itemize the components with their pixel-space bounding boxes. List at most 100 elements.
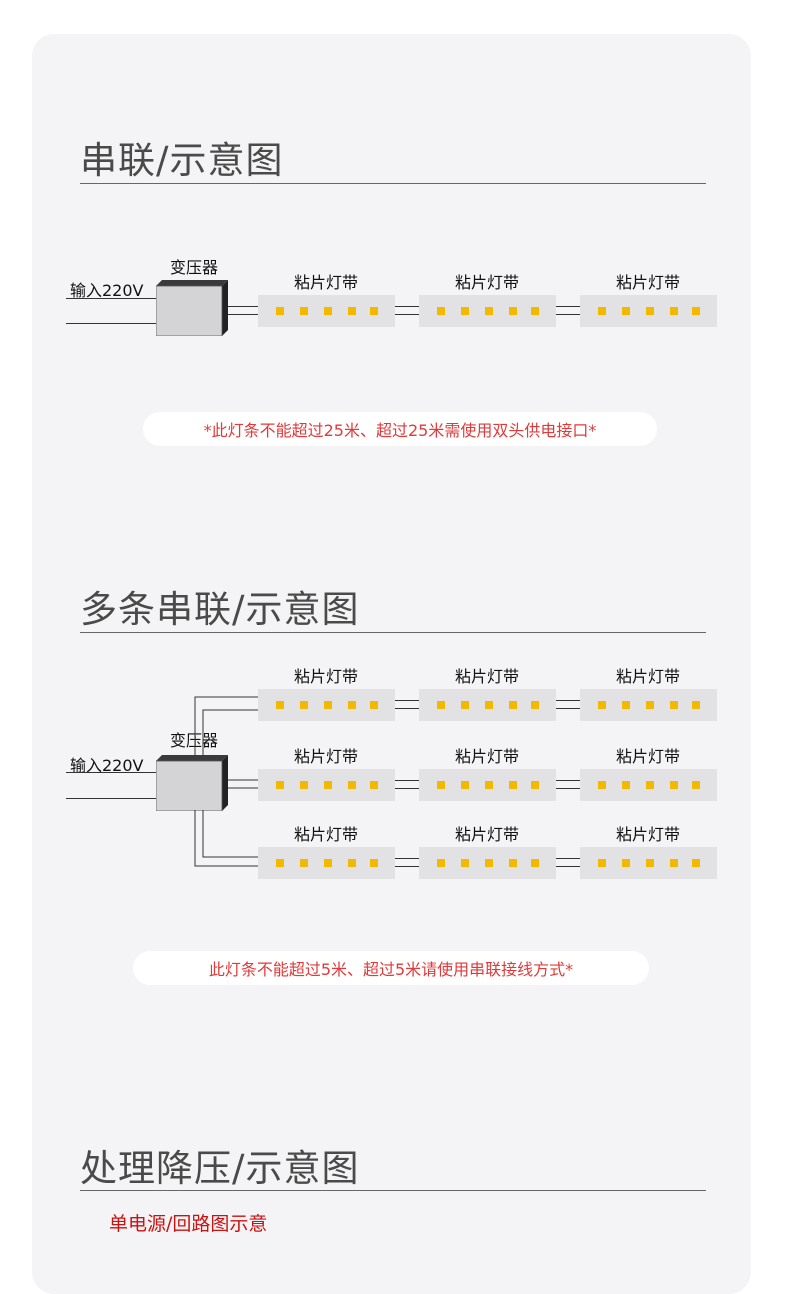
strip-label: 粘片灯带 (293, 667, 358, 686)
connector-wire (395, 780, 419, 781)
connector-wire (395, 708, 419, 709)
led-chip (324, 781, 332, 789)
led-chip (437, 781, 445, 789)
strip-label: 粘片灯带 (293, 273, 358, 292)
led-strip (580, 769, 717, 801)
led-chip (670, 859, 678, 867)
strip-label: 粘片灯带 (293, 825, 358, 844)
led-chip (485, 307, 493, 315)
transformer-label: 变压器 (170, 731, 219, 750)
led-chip (670, 307, 678, 315)
led-chip (370, 307, 378, 315)
strip-label: 粘片灯带 (615, 273, 680, 292)
led-chip (324, 701, 332, 709)
led-chip (370, 781, 378, 789)
led-chip (276, 701, 284, 709)
led-chip (324, 307, 332, 315)
led-strip (258, 689, 395, 721)
connector-wire (556, 306, 580, 307)
led-chip (622, 781, 630, 789)
led-chip (461, 859, 469, 867)
led-chip (622, 859, 630, 867)
led-chip (509, 307, 517, 315)
connector-wire (395, 858, 419, 859)
section-title-multi-series: 多条串联/示意图 (80, 588, 360, 631)
led-chip (348, 859, 356, 867)
led-strip (419, 769, 556, 801)
transformer-icon (156, 755, 228, 811)
output-wire-bottom (228, 314, 258, 315)
led-chip (646, 307, 654, 315)
section-title-voltage-drop: 处理降压/示意图 (80, 1147, 360, 1190)
transformer-label: 变压器 (170, 258, 219, 277)
led-chip (300, 701, 308, 709)
content-card (32, 34, 751, 1294)
strip-label: 粘片灯带 (454, 825, 519, 844)
section-title-series: 串联/示意图 (80, 139, 284, 182)
led-chip (370, 859, 378, 867)
led-strip (580, 847, 717, 879)
title-divider (80, 1190, 706, 1191)
led-chip (348, 781, 356, 789)
led-chip (461, 701, 469, 709)
input-voltage-label: 输入220V (70, 756, 144, 775)
strip-label: 粘片灯带 (454, 273, 519, 292)
led-strip (419, 847, 556, 879)
input-wire-bottom (66, 798, 156, 799)
connector-wire (395, 306, 419, 307)
led-chip (348, 307, 356, 315)
title-divider (80, 632, 706, 633)
led-chip (485, 781, 493, 789)
led-chip (437, 859, 445, 867)
section-subtitle: 单电源/回路图示意 (109, 1213, 268, 1235)
led-chip (276, 307, 284, 315)
led-chip (437, 307, 445, 315)
title-divider (80, 183, 706, 184)
warning-note: *此灯条不能超过25米、超过25米需使用双头供电接口* (143, 412, 657, 446)
led-chip (370, 701, 378, 709)
led-chip (461, 307, 469, 315)
strip-label: 粘片灯带 (454, 667, 519, 686)
connector-wire (556, 858, 580, 859)
led-chip (300, 307, 308, 315)
led-chip (692, 859, 700, 867)
led-chip (531, 307, 539, 315)
led-chip (485, 701, 493, 709)
connector-wire (395, 788, 419, 789)
led-chip (646, 859, 654, 867)
led-chip (531, 859, 539, 867)
led-chip (598, 781, 606, 789)
led-chip (622, 307, 630, 315)
warning-note: 此灯条不能超过5米、超过5米请使用串联接线方式* (133, 951, 649, 985)
led-chip (692, 781, 700, 789)
led-strip (419, 689, 556, 721)
input-voltage-label: 输入220V (70, 281, 144, 300)
strip-label: 粘片灯带 (615, 825, 680, 844)
connector-wire (556, 314, 580, 315)
connector-wire (556, 708, 580, 709)
connector-wire (556, 780, 580, 781)
led-strip (258, 769, 395, 801)
led-chip (300, 859, 308, 867)
led-chip (670, 701, 678, 709)
led-chip (509, 781, 517, 789)
connector-wire (395, 700, 419, 701)
led-chip (692, 701, 700, 709)
connector-wire (395, 866, 419, 867)
led-strip (258, 295, 395, 327)
strip-label: 粘片灯带 (615, 667, 680, 686)
connector-wire (395, 314, 419, 315)
led-strip (258, 847, 395, 879)
led-chip (598, 859, 606, 867)
led-chip (348, 701, 356, 709)
connector-wire (556, 788, 580, 789)
led-chip (598, 307, 606, 315)
led-chip (485, 859, 493, 867)
led-strip (419, 295, 556, 327)
input-wire-top (66, 772, 156, 773)
led-strip (580, 295, 717, 327)
strip-label: 粘片灯带 (293, 747, 358, 766)
strip-label: 粘片灯带 (454, 747, 519, 766)
led-chip (437, 701, 445, 709)
led-chip (531, 781, 539, 789)
